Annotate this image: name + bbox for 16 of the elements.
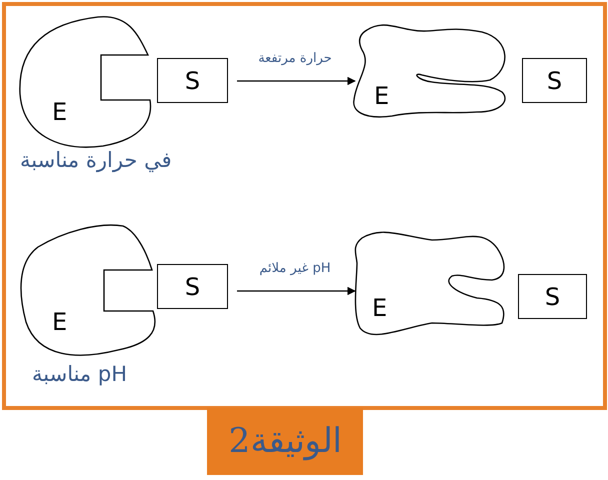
substrate-box: S (157, 264, 228, 309)
substrate-box: S (522, 58, 587, 103)
enzyme-label: E (374, 84, 390, 108)
enzyme-label: E (52, 100, 68, 124)
enzyme-shape (18, 14, 150, 148)
edge-label: pH غير ملائم (259, 261, 331, 277)
enzyme-label: E (372, 296, 388, 320)
condition-caption: في حرارة مناسبة (20, 148, 172, 174)
enzyme-label: E (52, 310, 68, 334)
substrate-box: S (518, 274, 587, 319)
document-tag: الوثيقة2 (207, 408, 363, 475)
condition-caption: pH مناسبة (32, 362, 127, 388)
substrate-box: S (157, 58, 228, 103)
arrow (237, 76, 356, 86)
edge-label: حرارة مرتفعة (258, 51, 332, 67)
arrow (237, 286, 356, 296)
